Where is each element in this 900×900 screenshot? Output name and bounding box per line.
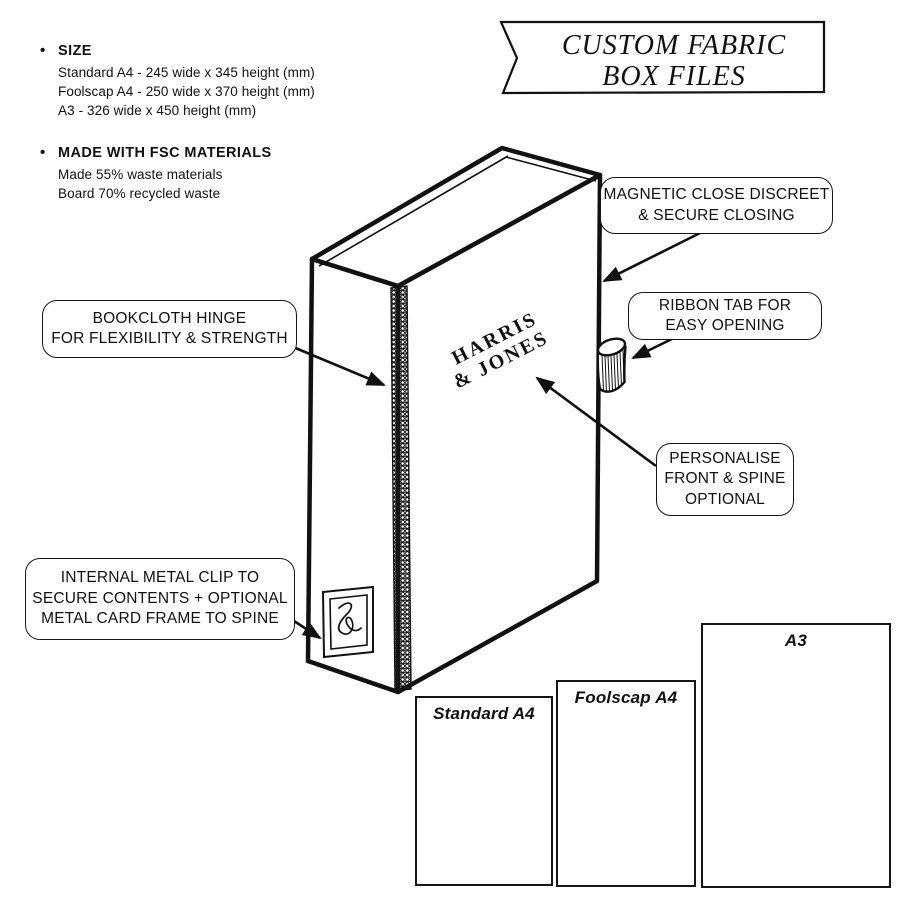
ribbon-tab (596, 337, 627, 393)
spec-materials: • MADE WITH FSC MATERIALS Made 55% waste… (40, 144, 380, 203)
spec-list: • SIZE Standard A4 - 245 wide x 345 heig… (40, 42, 380, 227)
spec-size-foolscap-a4: Foolscap A4 - 250 wide x 370 height (mm) (58, 84, 315, 99)
callout-bookcloth-hinge: BOOKCLOTH HINGE FOR FLEXIBILITY & STRENG… (42, 300, 297, 358)
callout-internal-clip: INTERNAL METAL CLIP TO SECURE CONTENTS +… (25, 558, 295, 640)
bullet-icon: • (40, 144, 46, 161)
monogram-logo (337, 602, 362, 635)
size-swatch-standard-a4: Standard A4 (415, 696, 553, 886)
size-swatch-foolscap-a4: Foolscap A4 (556, 680, 696, 887)
size-swatch-label: Foolscap A4 (574, 688, 678, 707)
box-body (305, 145, 603, 695)
arrow-internal-clip (290, 617, 322, 640)
spec-size-title: SIZE (58, 43, 92, 59)
banner-line2: BOX FILES (602, 61, 746, 92)
arrow-ribbon-tab (631, 335, 677, 360)
arrow-bookcloth-hinge (292, 345, 386, 387)
callout-ribbon-tab: RIBBON TAB FOR EASY OPENING (628, 292, 822, 340)
lid-seam-lines (318, 155, 597, 267)
callout-arrows (290, 230, 703, 640)
callout-personalise: PERSONALISE FRONT & SPINE OPTIONAL (656, 443, 794, 516)
metal-card-frame (321, 585, 374, 659)
bookcloth-hinge-strip (390, 285, 412, 692)
size-swatch-label: Standard A4 (433, 704, 535, 723)
arrow-personalise (535, 376, 657, 468)
spec-size: • SIZE Standard A4 - 245 wide x 345 heig… (40, 42, 380, 120)
banner-line1: CUSTOM FABRIC (562, 30, 786, 61)
size-swatch-a3: A3 (701, 623, 891, 888)
spec-size-a3: A3 - 326 wide x 450 height (mm) (58, 103, 257, 118)
bullet-icon: • (40, 42, 46, 59)
spec-materials-waste: Made 55% waste materials (58, 167, 223, 182)
arrow-magnetic-close (602, 230, 703, 283)
title-banner: CUSTOM FABRIC BOX FILES (499, 20, 826, 95)
callout-magnetic-close: MAGNETIC CLOSE DISCREET & SECURE CLOSING (600, 177, 833, 234)
box-top-face (309, 145, 603, 289)
spec-size-standard-a4: Standard A4 - 245 wide x 345 height (mm) (58, 65, 315, 80)
size-swatch-label: A3 (784, 631, 808, 650)
spec-materials-title: MADE WITH FSC MATERIALS (58, 145, 272, 161)
spec-materials-recycled: Board 70% recycled waste (58, 186, 221, 201)
